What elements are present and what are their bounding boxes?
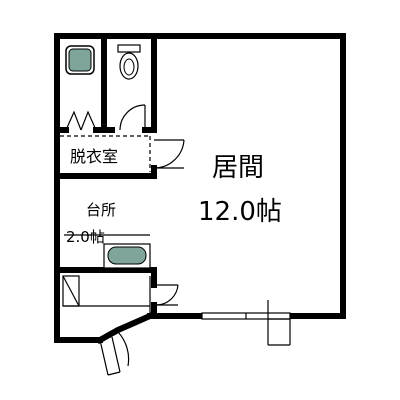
living-room: 居間 12.0帖: [198, 153, 282, 227]
sink-icon: [103, 243, 151, 269]
toilet-icon: [117, 44, 141, 80]
living-window: [201, 312, 291, 320]
entrance-door: [99, 331, 130, 376]
exterior-walls: [54, 33, 346, 343]
living-room-name: 居間: [212, 153, 264, 183]
interior-walls: [54, 33, 157, 319]
kitchen-label: 台所: [86, 201, 116, 219]
living-room-size: 12.0帖: [198, 197, 282, 227]
bathroom-door: [54, 110, 107, 133]
kitchen-living-door: [154, 284, 179, 306]
dressing-room: 脱衣室: [60, 135, 151, 172]
toilet-door: [101, 104, 157, 133]
dressing-room-door: [153, 139, 185, 169]
kitchen-size: 2.0帖: [66, 228, 105, 246]
balcony-door: [267, 300, 291, 346]
dressing-room-label: 脱衣室: [70, 147, 118, 166]
bathtub-icon: [65, 45, 95, 75]
entrance: [54, 275, 154, 345]
kitchen: 台所 2.0帖: [64, 201, 150, 246]
